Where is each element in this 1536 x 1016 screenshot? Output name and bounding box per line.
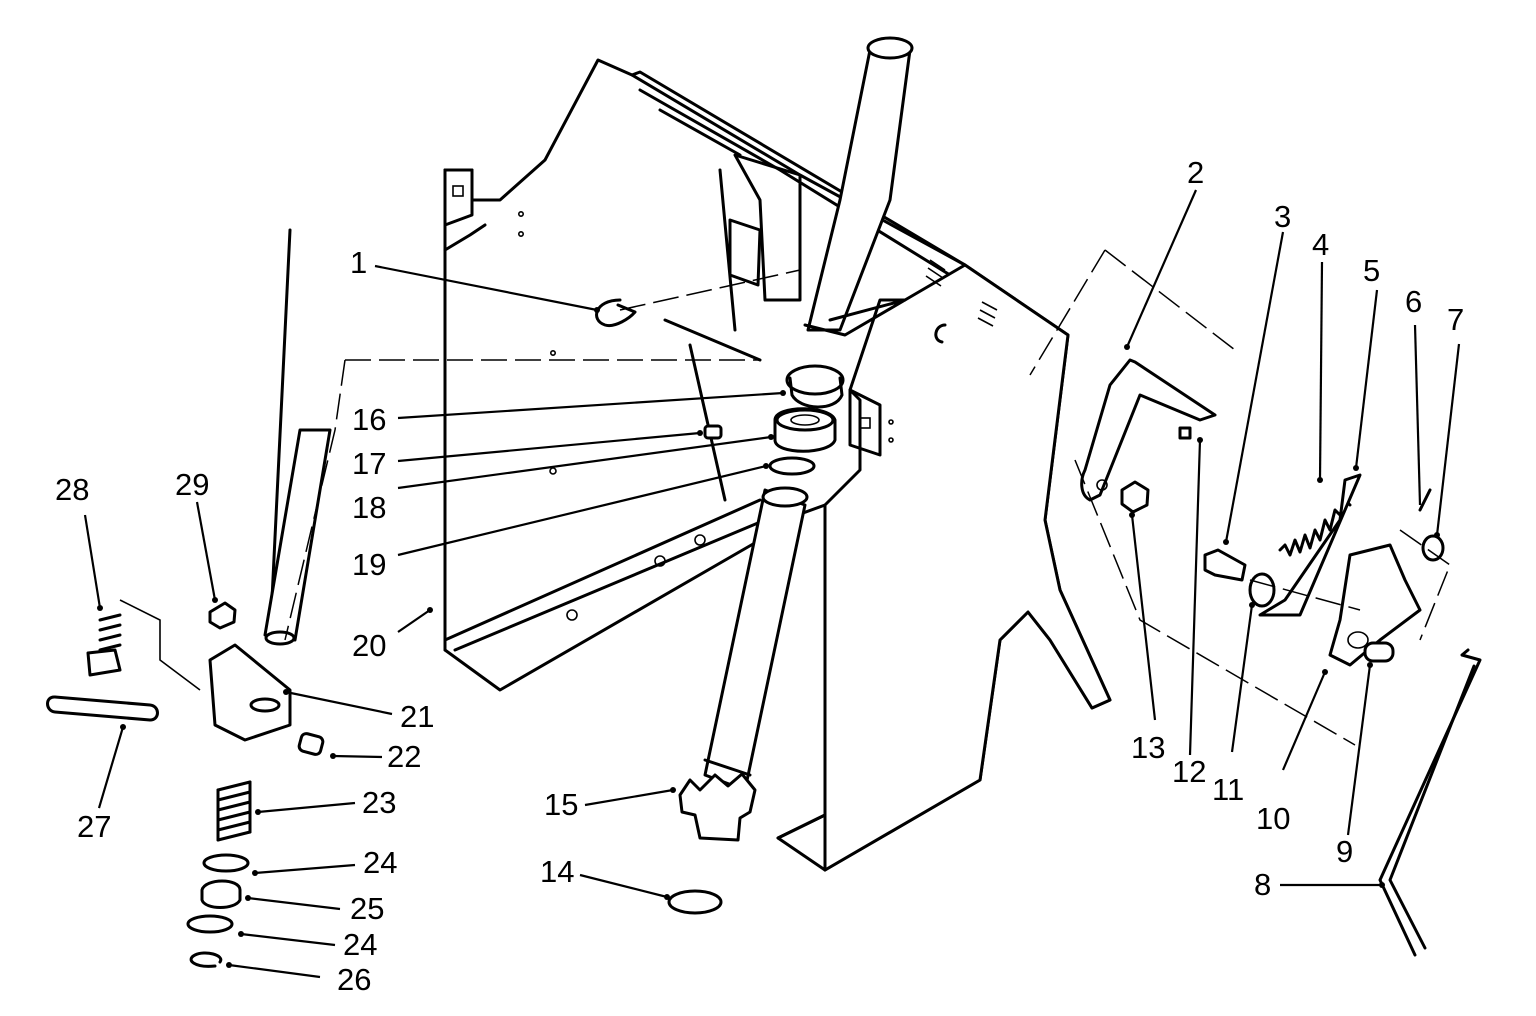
part-25-nut bbox=[200, 879, 242, 909]
part-12-square bbox=[1178, 426, 1192, 440]
part-28-bolt bbox=[86, 599, 201, 691]
part-18-collar bbox=[773, 407, 837, 453]
part-4-spring bbox=[1278, 498, 1352, 557]
callout-27: 27 bbox=[77, 809, 111, 844]
callout-9: 9 bbox=[1336, 834, 1353, 869]
part-24a-washer bbox=[202, 853, 250, 873]
part-24b-washer bbox=[186, 914, 234, 934]
part-13-nut bbox=[1120, 480, 1150, 514]
assembly-lines bbox=[284, 249, 1451, 746]
callout-leaders bbox=[83, 189, 1461, 979]
steering-column-upper bbox=[803, 36, 914, 337]
part-22-roll-pin bbox=[297, 732, 325, 756]
part-10-plate bbox=[1328, 543, 1422, 667]
callout-19: 19 bbox=[352, 547, 386, 582]
callout-12: 12 bbox=[1172, 754, 1206, 789]
callout-13: 13 bbox=[1131, 730, 1165, 765]
callout-4: 4 bbox=[1312, 227, 1329, 262]
callout-10: 10 bbox=[1256, 801, 1290, 836]
part-14-washer bbox=[667, 889, 723, 915]
callout-3: 3 bbox=[1274, 199, 1291, 234]
part-16-bushing bbox=[785, 364, 845, 409]
part-19-ring bbox=[768, 456, 816, 476]
callout-25: 25 bbox=[350, 891, 384, 926]
callout-5: 5 bbox=[1363, 253, 1380, 288]
callout-15: 15 bbox=[544, 787, 578, 822]
part-1-clip bbox=[595, 298, 637, 328]
steering-shaft-lower bbox=[703, 486, 809, 792]
part-17-set-screw bbox=[703, 424, 723, 440]
callout-18: 18 bbox=[352, 490, 386, 525]
callout-24a: 24 bbox=[363, 845, 397, 880]
part-27-pin bbox=[46, 695, 159, 722]
callout-24b: 24 bbox=[343, 927, 377, 962]
part-26-ring bbox=[189, 951, 223, 968]
callout-1: 1 bbox=[350, 245, 367, 280]
callout-20: 20 bbox=[352, 628, 386, 663]
callout-29: 29 bbox=[175, 467, 209, 502]
part-2-bracket bbox=[1080, 358, 1217, 502]
part-8-rod bbox=[1378, 648, 1482, 957]
part-29-nut bbox=[208, 601, 237, 630]
callout-22: 22 bbox=[387, 739, 421, 774]
part-9-spacer bbox=[1363, 641, 1395, 663]
part-11-washer bbox=[1248, 572, 1276, 608]
callout-21: 21 bbox=[400, 699, 434, 734]
console-panel bbox=[443, 58, 1112, 872]
callout-28: 28 bbox=[55, 472, 89, 507]
callout-7: 7 bbox=[1447, 302, 1464, 337]
callout-8: 8 bbox=[1254, 867, 1271, 902]
part-6-pin bbox=[1418, 488, 1432, 512]
part-5-lever bbox=[1258, 473, 1362, 617]
callout-23: 23 bbox=[362, 785, 396, 820]
callout-11: 11 bbox=[1212, 772, 1244, 807]
part-3-bolt bbox=[1203, 548, 1247, 582]
part-21-pivot-block bbox=[208, 228, 332, 742]
callout-17: 17 bbox=[352, 446, 386, 481]
part-15-gear bbox=[678, 772, 757, 842]
callout-16: 16 bbox=[352, 402, 386, 437]
callout-6: 6 bbox=[1405, 284, 1422, 319]
callout-2: 2 bbox=[1187, 155, 1204, 190]
callout-14: 14 bbox=[540, 854, 574, 889]
callout-labels: 1 2 3 4 5 6 7 8 9 10 11 12 13 14 15 16 1… bbox=[55, 155, 1464, 997]
part-7-washer bbox=[1421, 534, 1445, 562]
part-23-spring bbox=[216, 780, 252, 842]
callout-26: 26 bbox=[337, 962, 371, 997]
